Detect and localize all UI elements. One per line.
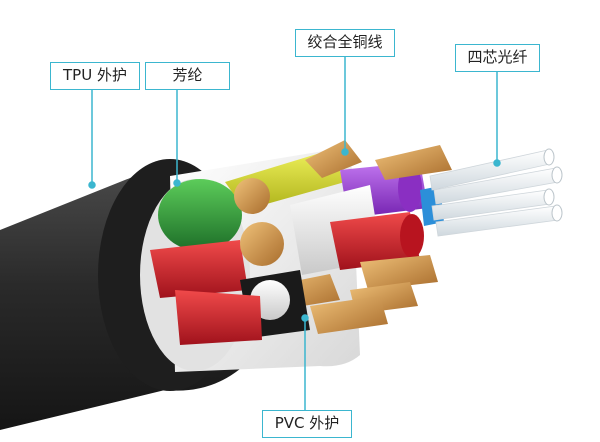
- label-aramid: 芳纶: [145, 62, 230, 90]
- callout-lines: [88, 57, 501, 410]
- label-pvc-jacket: PVC 外护: [262, 410, 352, 438]
- red-conductor-left: [150, 222, 284, 298]
- green-aramid-layer: [158, 179, 242, 251]
- label-stranded-copper: 绞合全铜线: [295, 29, 395, 57]
- red-conductor-right: [330, 212, 424, 270]
- label-optical-fibers: 四芯光纤: [455, 44, 540, 72]
- label-tpu-jacket: TPU 外护: [50, 62, 140, 90]
- optical-fibers: [429, 148, 563, 237]
- pvc-inner-pair: [175, 270, 310, 345]
